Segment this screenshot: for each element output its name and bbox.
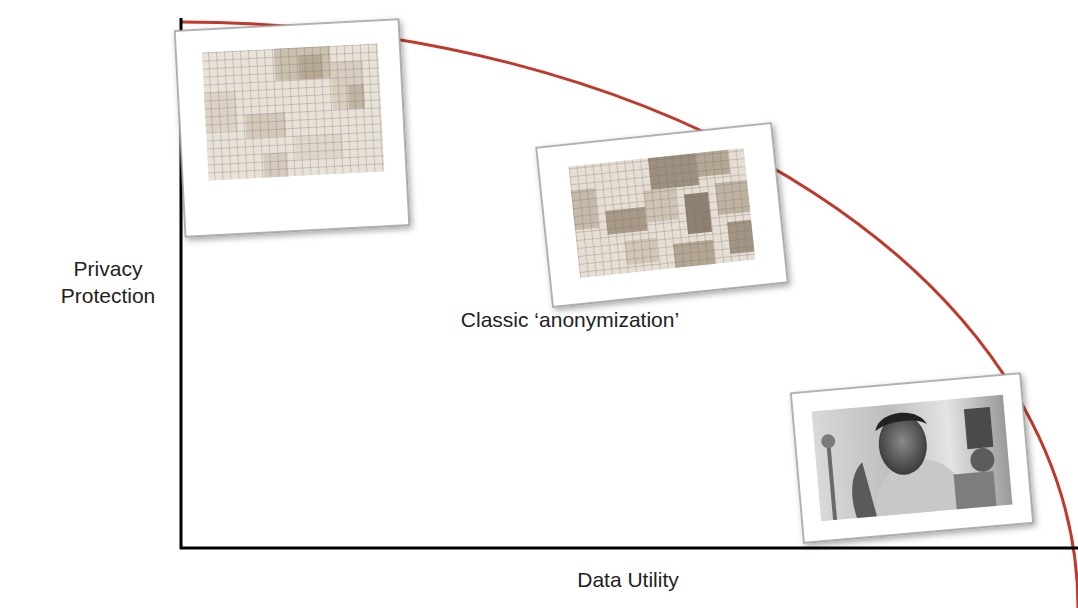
x-axis — [180, 547, 1078, 550]
original-photo-card — [791, 373, 1033, 542]
region-label: Classic ‘anonymization’ — [461, 306, 679, 333]
pixelated-photo-card — [175, 19, 409, 236]
tradeoff-curve — [180, 22, 1078, 608]
axis-title: Privacy Protection — [53, 255, 163, 310]
anonymized-photo-card — [536, 123, 787, 307]
axis-title: Data Utility — [577, 566, 679, 593]
